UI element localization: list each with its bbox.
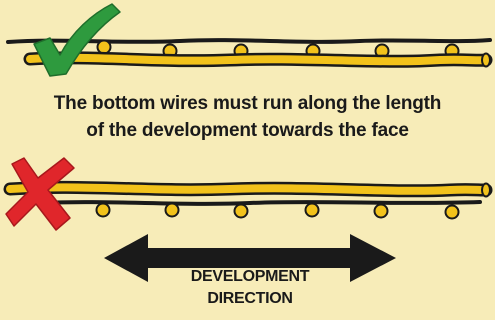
caption-line-1: The bottom wires must run along the leng… [53, 93, 442, 114]
ring-links-bottom [95, 202, 460, 220]
correct-example [6, 3, 493, 77]
check-icon [33, 3, 121, 77]
transverse-wire-bottom [38, 200, 482, 206]
direction-label-line-2: DIRECTION [207, 290, 293, 307]
caption-line-2: of the development towards the face [86, 120, 409, 141]
development-direction-arrow [104, 234, 396, 282]
instruction-caption: The bottom wires must run along the leng… [0, 90, 495, 144]
direction-label-line-1: DEVELOPMENT [190, 268, 310, 285]
direction-label: DEVELOPMENT DIRECTION [175, 266, 325, 310]
cross-icon [5, 157, 75, 231]
incorrect-example [3, 157, 493, 231]
